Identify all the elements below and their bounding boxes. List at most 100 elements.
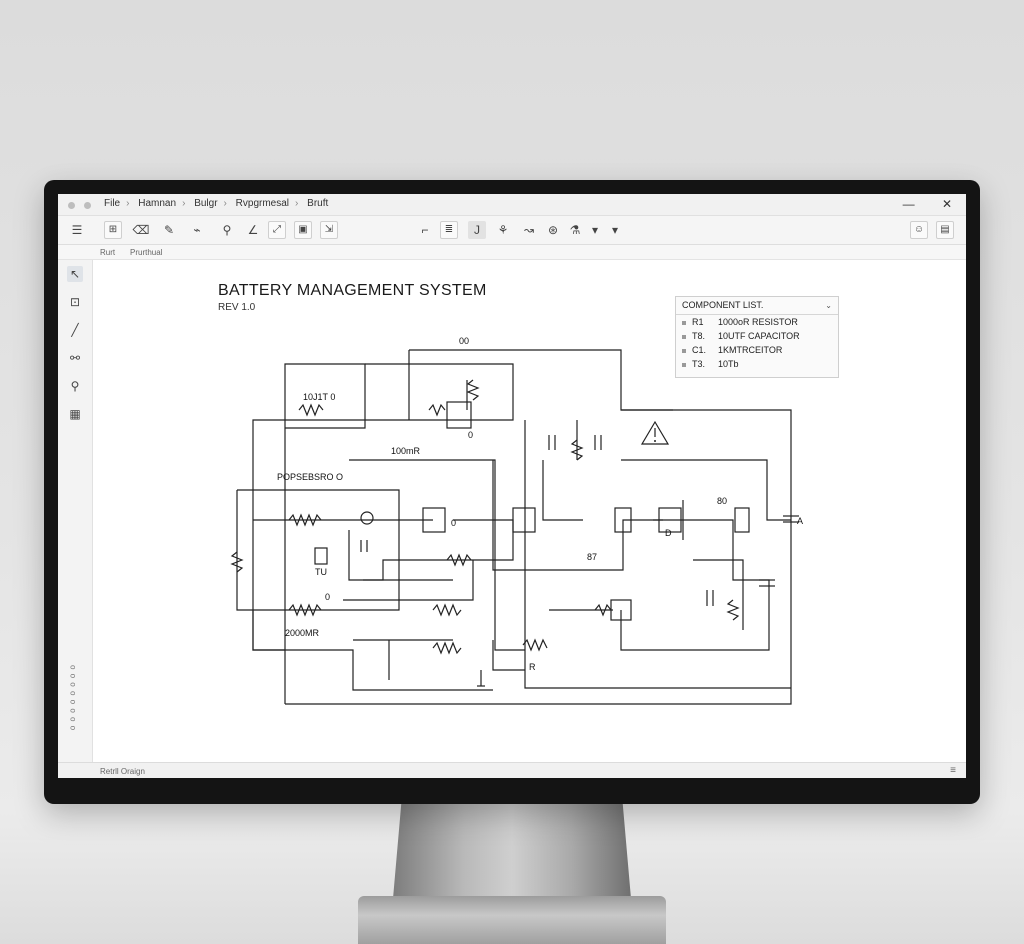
schematic-label: 0 — [468, 430, 473, 440]
grid-icon[interactable]: ▦ — [69, 407, 81, 421]
draw-line-icon[interactable]: ╱ — [71, 323, 79, 337]
resistor-symbol — [594, 603, 612, 617]
title-bar: File› Hamnan› Bulgr› Rvpgrmesal› Bruft —… — [58, 194, 966, 216]
measure-icon[interactable]: ⚗ — [569, 223, 581, 237]
wire — [252, 610, 493, 691]
menu-bar: File› Hamnan› Bulgr› Rvpgrmesal› Bruft — [104, 198, 329, 209]
wire — [349, 459, 525, 651]
ic-box — [614, 507, 632, 533]
open-file-icon[interactable]: ⌐ — [421, 223, 429, 237]
monitor-stand-neck — [392, 800, 632, 910]
resistor-symbol — [446, 553, 472, 567]
wire — [236, 489, 400, 611]
frame-icon[interactable]: ⤢ — [268, 221, 286, 239]
warning-triangle-icon — [640, 420, 670, 445]
export-icon[interactable]: ⇲ — [320, 221, 338, 239]
menu-item-2[interactable]: Hamnan — [138, 198, 177, 209]
wire — [348, 519, 514, 581]
window-dots — [68, 201, 100, 212]
schematic-label: 87 — [587, 552, 597, 562]
minimize-button[interactable]: — — [902, 197, 915, 211]
resistor-symbol — [726, 599, 740, 621]
schematic-label: D — [665, 528, 672, 538]
schematic-diagram[interactable]: 00 10J1T 0 100mR POPSEBSRO O 0 TU 2000MR… — [93, 260, 966, 762]
ic-box — [422, 507, 446, 533]
angle-icon[interactable]: ∠ — [247, 223, 259, 237]
ic-box — [610, 599, 632, 621]
image-icon[interactable]: ▣ — [294, 221, 312, 239]
list-item[interactable]: C1.1KMTRCEITOR — [676, 343, 838, 357]
schematic-label: 00 — [459, 336, 469, 346]
wire-icon[interactable]: ⌁ — [193, 223, 201, 237]
app-window: File› Hamnan› Bulgr› Rvpgrmesal› Bruft —… — [58, 194, 966, 778]
select-tool-icon[interactable]: ⊞ — [104, 221, 122, 239]
schematic-title: BATTERY MANAGEMENT SYSTEM — [218, 282, 487, 299]
left-tool-sidebar: ↖ ⊡ ╱ ⚯ ⚲ ▦ o o o o o o o o — [58, 260, 93, 762]
window-dot[interactable] — [68, 202, 75, 209]
resistor-symbol — [288, 513, 322, 527]
list-item[interactable]: T8.10UTF CAPACITOR — [676, 329, 838, 343]
ic-box — [512, 507, 536, 533]
resistor-symbol — [432, 641, 462, 655]
wire — [285, 409, 792, 705]
sidebar-vertical-label: o o o o o o o o — [68, 664, 77, 731]
italic-text-icon[interactable]: J — [468, 221, 486, 239]
list-item[interactable]: T3.10Tb — [676, 357, 838, 371]
probe-icon[interactable]: ⚲ — [222, 223, 232, 237]
search-icon[interactable]: ⚲ — [70, 379, 80, 393]
schematic-label: TU — [315, 567, 327, 577]
status-bar: Retrll Oraign ≡ — [58, 762, 966, 778]
wire — [492, 640, 525, 671]
user-icon[interactable]: ☺ — [910, 221, 928, 239]
status-text: Retrll Oraign — [100, 767, 145, 776]
menu-item-5[interactable]: Bruft — [307, 198, 329, 209]
menu-item-file[interactable]: File — [104, 198, 121, 209]
eraser-icon[interactable]: ⌫ — [132, 223, 150, 237]
wire — [620, 519, 770, 651]
window-dot[interactable] — [84, 202, 91, 209]
ic-box — [734, 507, 750, 533]
schematic-label: 0 — [325, 592, 330, 602]
window-controls: — ✕ — [879, 197, 952, 211]
schematic-canvas[interactable]: BATTERY MANAGEMENT SYSTEM REV 1.0 COMPON… — [93, 260, 966, 762]
schematic-label: R — [529, 662, 536, 672]
wire — [621, 459, 791, 521]
warning-dot — [654, 440, 656, 442]
schematic-label: 0 — [451, 518, 456, 528]
select-arrow-icon[interactable]: ↖ — [67, 266, 83, 282]
tab-right[interactable]: Prurthual — [130, 248, 163, 257]
link-icon[interactable]: ⚯ — [69, 351, 81, 365]
status-menu-icon[interactable]: ≡ — [950, 765, 956, 776]
text-block-icon[interactable]: ≣ — [440, 221, 458, 239]
node-icon[interactable]: ⊛ — [547, 223, 559, 237]
sidebar-toggle-icon[interactable]: ☰ — [71, 223, 83, 237]
document-tabs: Rurt Prurthual — [58, 245, 966, 260]
menu-item-3[interactable]: Bulgr — [194, 198, 218, 209]
close-button[interactable]: ✕ — [941, 197, 952, 211]
ic-box — [658, 507, 682, 533]
component-list-header[interactable]: COMPONENT LIST. ⌄ — [676, 297, 838, 315]
wire — [343, 560, 474, 601]
schematic-revision: REV 1.0 — [218, 302, 256, 313]
wire — [542, 460, 583, 521]
chevron-down-icon[interactable]: ⌄ — [825, 301, 832, 310]
tab-left[interactable]: Rurt — [100, 248, 116, 257]
resistor-symbol — [230, 551, 244, 573]
tune-icon[interactable]: ⚘ — [497, 223, 509, 237]
node-circle — [360, 511, 374, 525]
wire — [693, 559, 744, 630]
more-icon[interactable]: ▾ — [591, 223, 599, 237]
ic-box — [314, 547, 328, 565]
wire — [409, 349, 673, 411]
menu-item-4[interactable]: Rvpgrmesal — [235, 198, 290, 209]
pencil-icon[interactable]: ✎ — [163, 223, 175, 237]
route-icon[interactable]: ↝ — [523, 223, 535, 237]
resistor-symbol — [466, 379, 480, 401]
more-icon-2[interactable]: ▾ — [611, 223, 619, 237]
component-icon[interactable]: ⊡ — [69, 295, 81, 309]
monitor-stand-base — [358, 896, 666, 944]
panel-icon[interactable]: ▤ — [936, 221, 954, 239]
toolbar: ☰ ⊞ ⌫ ✎ ⌁ ⚲ ∠ ⤢ ▣ ⇲ ⌐ ≣ J ⚘ ↝ ⊛ ⚗ ▾ ▾ ☺ … — [58, 216, 966, 245]
